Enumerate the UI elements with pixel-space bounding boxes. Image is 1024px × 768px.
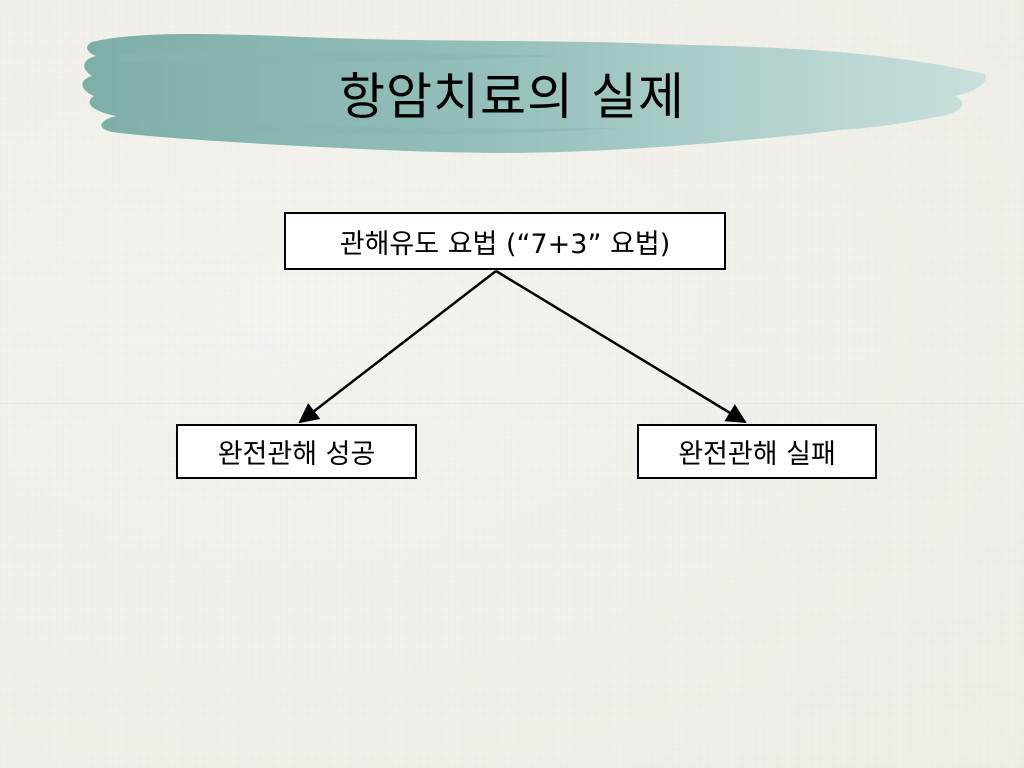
- diagram-node-complete-remission-success: 완전관해 성공: [176, 424, 417, 479]
- slide-title: 항암치료의 실제: [339, 68, 685, 126]
- diagram-node-root: 관해유도 요법 (“7+3” 요법): [284, 212, 726, 270]
- connector-arrow-left: [298, 270, 497, 424]
- background-seam: [0, 403, 1024, 404]
- diagram-node-root-label: 관해유도 요법 (“7+3” 요법): [339, 228, 671, 260]
- diagram-node-left-label: 완전관해 성공: [217, 439, 376, 470]
- brush-stroke-banner: [82, 34, 986, 153]
- diagram-node-right-label: 완전관해 실패: [678, 439, 836, 470]
- diagram-node-complete-remission-failure: 완전관해 실패: [637, 424, 877, 479]
- connector-arrow-right: [495, 269, 747, 424]
